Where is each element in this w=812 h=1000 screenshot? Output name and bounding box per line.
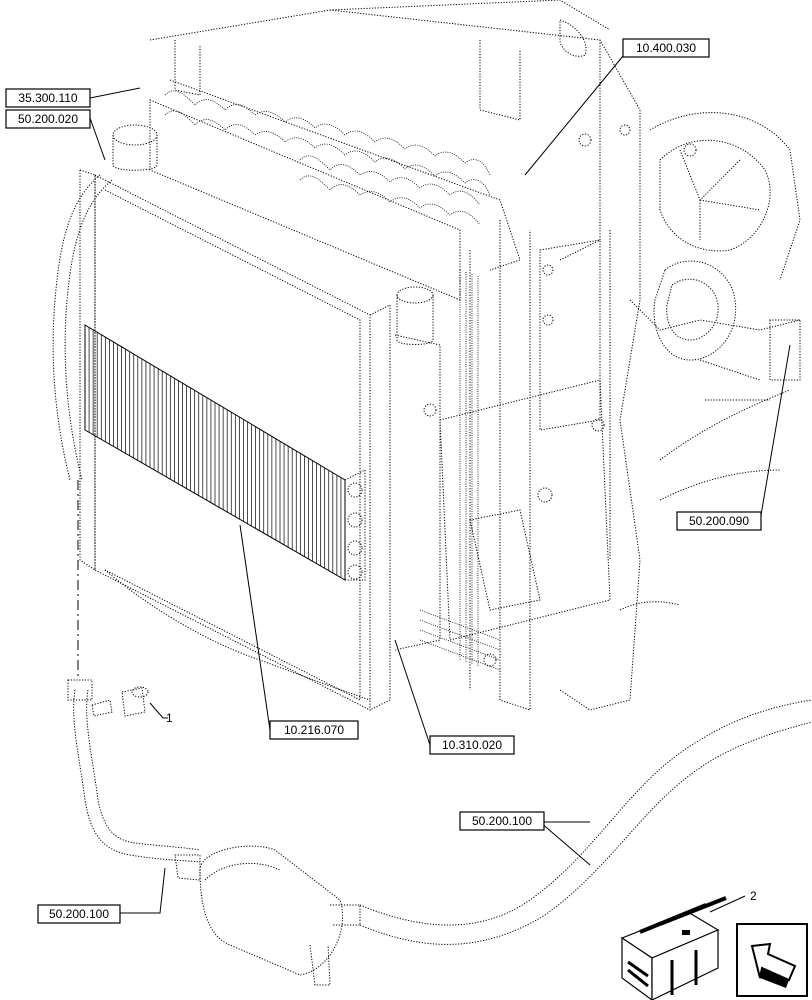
- radiator-top-fins: [164, 90, 491, 226]
- ref-50-200-090[interactable]: 50.200.090: [676, 511, 762, 531]
- radiator-assembly: [52, 79, 611, 711]
- ref-label: 10.216.070: [284, 723, 344, 737]
- overflow-cap: [396, 286, 434, 345]
- ref-50-200-100-a[interactable]: 50.200.100: [459, 811, 545, 831]
- ref-10-216-070[interactable]: 10.216.070: [269, 720, 359, 740]
- ref-label: 35.300.110: [18, 91, 77, 105]
- ref-label: 50.200.090: [689, 514, 749, 528]
- ref-label: 10.310.020: [442, 738, 502, 752]
- ref-10-400-030[interactable]: 10.400.030: [622, 38, 710, 58]
- callout-2: 2: [750, 889, 757, 903]
- callout-1: 1: [166, 711, 173, 725]
- radiator-cap: [112, 124, 158, 171]
- navigation-arrow-icon[interactable]: [736, 923, 808, 997]
- ref-label: 50.200.100: [472, 814, 532, 828]
- kit-box-icon: [620, 896, 727, 1000]
- pressure-switch: [91, 686, 149, 717]
- condenser-core: [84, 324, 366, 581]
- ref-label: 50.200.100: [49, 907, 109, 921]
- ref-label: 10.400.030: [636, 41, 696, 55]
- reference-labels: 10.400.030 35.300.110 50.200.020 50.200.…: [5, 38, 762, 924]
- ref-label: 50.200.020: [18, 112, 78, 126]
- engine-block: [149, 0, 801, 711]
- receiver-drier: [174, 845, 361, 986]
- ref-50-200-100-b[interactable]: 50.200.100: [37, 904, 121, 924]
- ref-35-300-110[interactable]: 35.300.110: [5, 88, 91, 108]
- ref-10-310-020[interactable]: 10.310.020: [429, 735, 515, 755]
- leader-lines: [89, 55, 791, 914]
- refrigerant-pipe: [67, 480, 812, 945]
- ref-50-200-020[interactable]: 50.200.020: [5, 109, 91, 129]
